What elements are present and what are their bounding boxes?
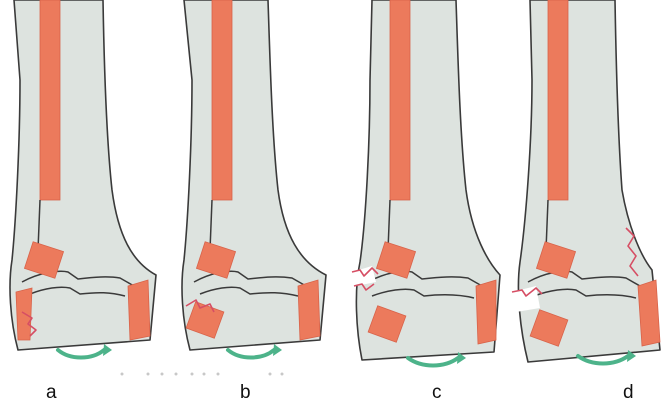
faint-dots [121, 373, 284, 376]
bone-fragment [128, 280, 150, 340]
intramedullary-nail [548, 0, 568, 200]
panel-label-a: a [46, 383, 57, 403]
panel-c [352, 0, 500, 366]
rotation-arrow-icon [408, 358, 458, 366]
intramedullary-nail [390, 0, 410, 200]
panel-d [512, 0, 660, 364]
panel-a [10, 0, 156, 358]
fracture-gap [512, 286, 540, 312]
rotation-arrow-icon [228, 350, 274, 358]
intramedullary-nail [40, 0, 60, 200]
panel-label-b: b [240, 383, 251, 403]
intramedullary-nail [212, 0, 232, 200]
rotation-arrowhead [273, 344, 282, 356]
bone-fragment [638, 280, 660, 346]
bone-fragment [476, 280, 496, 344]
bone-fragment [298, 280, 320, 340]
panel-label-d: d [623, 383, 634, 403]
panel-label-c: c [432, 383, 442, 403]
panel-b [182, 0, 326, 358]
rotation-arrowhead [103, 344, 112, 356]
rotation-arrow-icon [58, 350, 104, 358]
